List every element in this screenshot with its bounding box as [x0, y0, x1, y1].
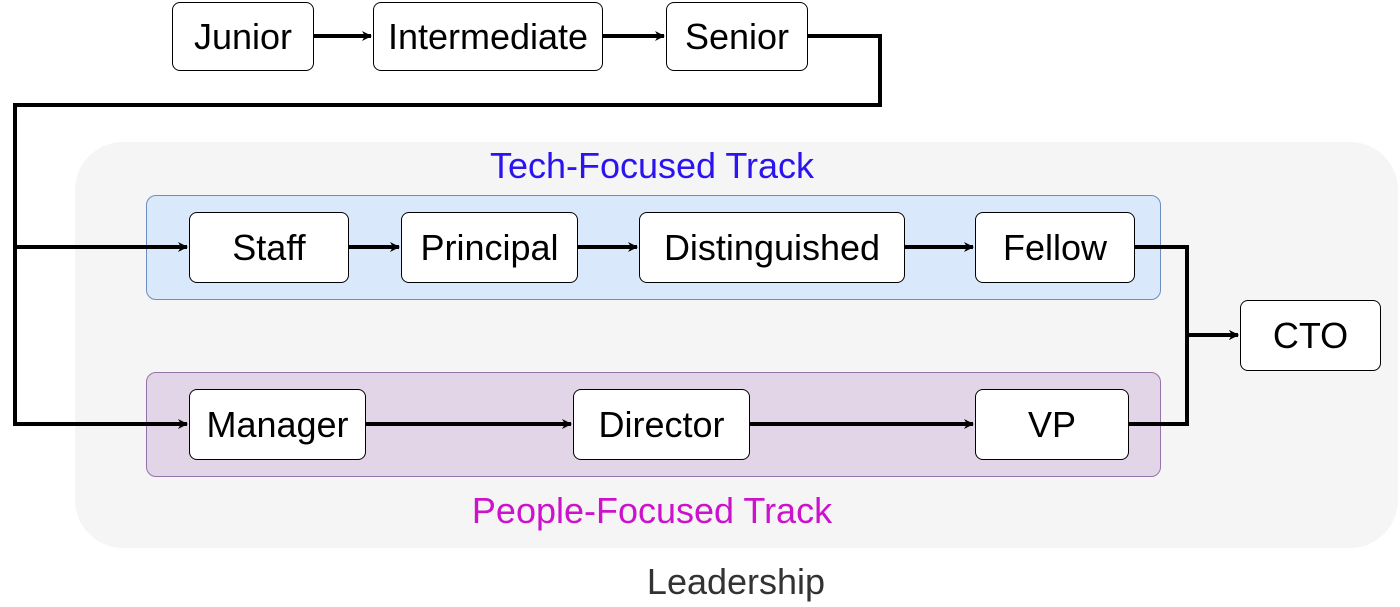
leadership-title: Leadership — [646, 561, 826, 602]
edge-vp-to-cto — [1129, 330, 1239, 426]
node-senior: Senior — [666, 2, 808, 71]
edge-fellow-to-cto — [1135, 245, 1239, 340]
node-cto: CTO — [1240, 300, 1381, 371]
node-intermediate: Intermediate — [373, 2, 603, 71]
node-fellow: Fellow — [975, 212, 1135, 283]
node-director: Director — [573, 389, 750, 460]
node-staff: Staff — [189, 212, 349, 283]
node-principal: Principal — [401, 212, 578, 283]
people-track-title: People-Focused Track — [471, 490, 833, 531]
tech-track-title: Tech-Focused Track — [489, 145, 815, 186]
node-distinguished: Distinguished — [639, 212, 905, 283]
node-manager: Manager — [189, 389, 366, 460]
edge-senior-to-manager — [13, 247, 188, 429]
node-junior: Junior — [172, 2, 314, 71]
edge-senior-to-staff — [13, 34, 882, 252]
node-vp: VP — [975, 389, 1129, 460]
